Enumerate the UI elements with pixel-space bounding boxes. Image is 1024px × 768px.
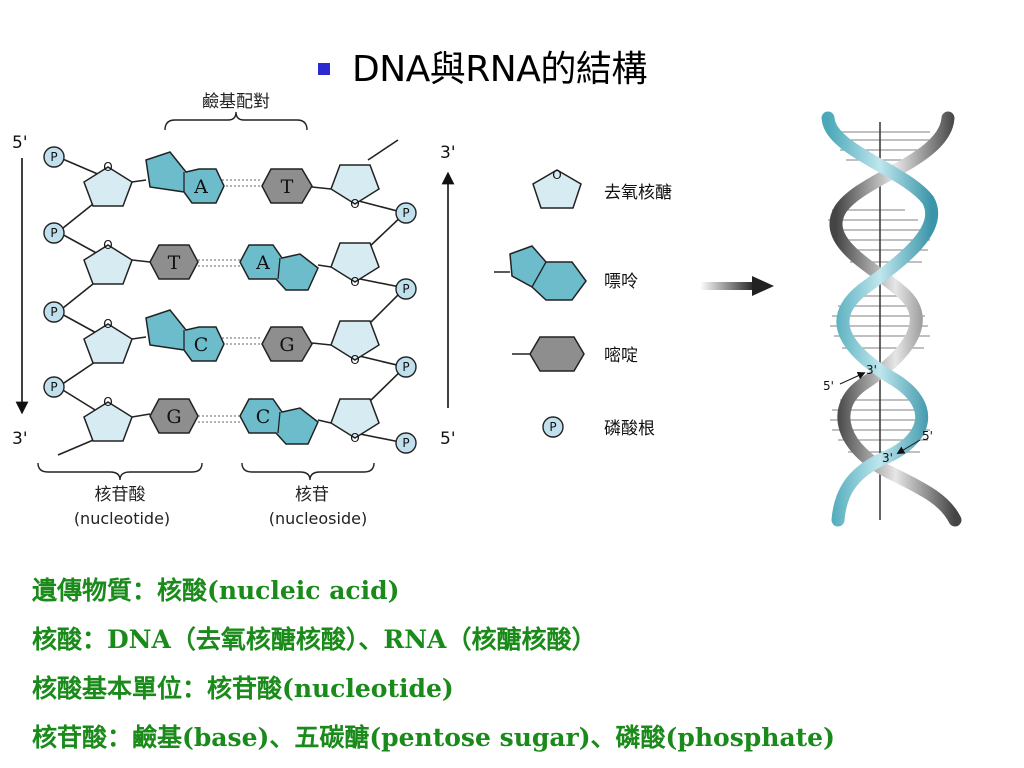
sugar-oxygen: O (103, 160, 112, 174)
phosphate-circle (43, 146, 65, 168)
base-pairing-label: 鹼基配對 (202, 92, 270, 112)
sugar-oxygen: O (103, 238, 112, 252)
ring-left-C (145, 309, 225, 362)
sugar-oxygen: O (350, 197, 359, 211)
base-letter: C (194, 334, 209, 356)
base-pair-1: A T (145, 151, 313, 204)
phosphate-circle (395, 278, 417, 300)
nucleotide-bracket (37, 462, 203, 481)
helix-grey-strand (829, 111, 962, 527)
sugar-oxygen: O (350, 275, 359, 289)
phosphate-symbol: P (50, 380, 57, 394)
phosphate-symbol: P (402, 360, 409, 374)
sugar-pentagon (83, 401, 133, 442)
text-line-nucleotide-parts: 核苷酸：鹼基(base)、五碳醣(pentose sugar)、磷酸(phosp… (32, 723, 835, 752)
right-strand-bottom-label: 5' (440, 429, 456, 449)
phosphate-circle (395, 432, 417, 454)
right-sugars (330, 164, 380, 439)
sugar-pentagon (330, 242, 380, 283)
base-pair-3: C G (145, 309, 313, 362)
phosphate-circle (43, 376, 65, 398)
base-pair-4: G C (149, 398, 319, 445)
phosphate-symbol: P (402, 282, 409, 296)
base-letter: G (166, 406, 181, 428)
sugar-pentagon (330, 164, 380, 205)
double-helix: 5' 3' 5' 3' (821, 111, 962, 527)
sugar-pentagon (83, 323, 133, 364)
legend-pyrimidine-label: 嘧啶 (604, 346, 638, 366)
sugar-pentagon (83, 166, 133, 207)
purine-left-A (145, 151, 225, 204)
left-strand-top-label: 5' (12, 133, 28, 153)
legend-phosphate-symbol: P (549, 420, 556, 434)
legend: O 去氧核醣 嘌呤 嘧啶 P 磷酸根 (494, 168, 672, 439)
nucleoside-english: (nucleoside) (269, 509, 367, 528)
helix-label-lower-left: 3' (882, 451, 893, 465)
slide-title: DNA與RNA的結構 (318, 38, 647, 94)
phosphate-symbol: P (402, 436, 409, 450)
phosphate-symbol: P (402, 206, 409, 220)
legend-purine-label: 嘌呤 (604, 272, 638, 292)
sugar-pentagon (83, 244, 133, 285)
base-letter: C (256, 406, 271, 428)
legend-sugar-oxygen: O (552, 168, 561, 182)
legend-phosphate-icon (542, 416, 564, 438)
left-strand-bottom-label: 3' (12, 429, 28, 449)
phosphate-symbol: P (50, 150, 57, 164)
sugar-oxygen: O (350, 431, 359, 445)
body-text: 遺傳物質：核酸(nucleic acid) 核酸：DNA（去氧核醣核酸）、RNA… (32, 566, 1012, 762)
transform-arrow (700, 276, 774, 296)
helix-label-upper-right: 3' (866, 363, 877, 377)
title-text: DNA與RNA的結構 (352, 49, 647, 90)
sugar-base-bonds (131, 179, 332, 424)
nucleotide-label: 核苷酸 (95, 485, 146, 505)
sugar-oxygen: O (350, 353, 359, 367)
base-letter: G (279, 334, 294, 356)
legend-purine-icon (509, 245, 587, 301)
phosphates: P P P P P P P P (43, 146, 417, 454)
pyrimidine-right-T (261, 168, 313, 204)
dna-diagram: 鹼基配對 5' 3' 3' 5' O O O O O O O O (12, 92, 962, 528)
base-letter: A (193, 176, 208, 198)
legend-pyrimidine-icon (529, 336, 585, 372)
nucleoside-bracket (241, 462, 375, 481)
sugar-pentagon (330, 398, 380, 439)
sugar-oxygen: O (103, 317, 112, 331)
hydrogen-bonds (198, 179, 262, 423)
base-pairing-bracket (164, 111, 308, 131)
text-line-basic-unit: 核酸基本單位：核苷酸(nucleotide) (32, 674, 454, 703)
sugar-oxygen: O (103, 395, 112, 409)
phosphate-circle (395, 356, 417, 378)
phosphate-circle (395, 202, 417, 224)
helix-label-lower-right: 5' (922, 429, 933, 443)
sugar-pentagon (330, 320, 380, 361)
phosphate-circle (43, 301, 65, 323)
right-strand-top-label: 3' (440, 143, 456, 163)
base-pair-2: T A (149, 244, 319, 291)
helix-teal-strand (821, 111, 939, 527)
title-bullet (318, 63, 330, 75)
nucleotide-english: (nucleotide) (74, 509, 170, 528)
legend-sugar-label: 去氧核醣 (604, 183, 672, 203)
phosphate-symbol: P (50, 305, 57, 319)
ring-right-G (261, 326, 313, 362)
text-line-nucleic-acid-types: 核酸：DNA（去氧核醣核酸）、RNA（核醣核酸） (32, 625, 597, 654)
phosphate-symbol: P (50, 226, 57, 240)
phosphate-circle (43, 222, 65, 244)
base-letter: T (281, 176, 294, 198)
base-letter: A (255, 252, 270, 274)
helix-label-upper-left: 5' (823, 379, 834, 393)
nucleoside-label: 核苷 (295, 485, 329, 505)
text-line-genetic-material: 遺傳物質：核酸(nucleic acid) (32, 576, 400, 605)
legend-sugar-icon (532, 169, 582, 209)
legend-phosphate-label: 磷酸根 (604, 419, 655, 439)
left-sugars (83, 166, 133, 442)
pyrimidine-left-T (149, 244, 199, 280)
ring-left-G (149, 398, 199, 434)
base-letter: T (168, 252, 181, 274)
